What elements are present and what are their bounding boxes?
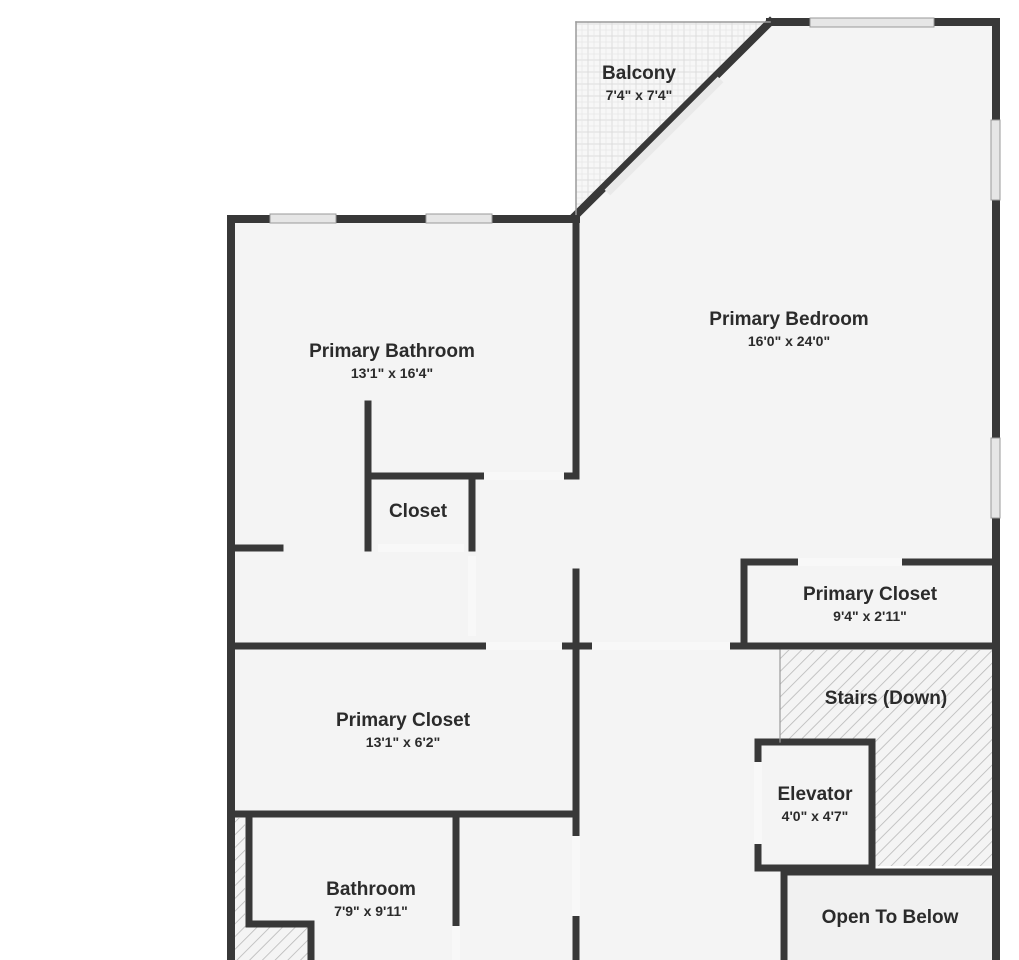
window-right-1 [990,119,1001,201]
door-hall-vertical [468,556,476,636]
window-top-1 [809,17,935,28]
door-hall-left [486,642,562,650]
bathroom-inner-left-wall [245,814,315,960]
primary-bedroom-dims: 16'0" x 24'0" [748,333,830,349]
door-bathroom [452,926,460,960]
primary-closet-right-dims: 9'4" x 2'11" [833,608,907,624]
open-to-below-walls [780,868,1000,960]
hall-floor [472,476,576,646]
openings [269,17,1001,960]
elevator-dims: 4'0" x 4'7" [782,808,849,824]
door-closet-right [798,558,902,566]
lower-hall-floor [576,646,780,960]
floors [231,22,996,960]
primary-bedroom-floor [576,22,996,646]
open-to-below-name: Open To Below [822,907,959,928]
door-closet [378,544,464,552]
primary-closet-left-dims: 13'1" x 6'2" [366,734,440,750]
balcony-door [604,76,724,196]
bathroom-name: Bathroom [326,879,416,900]
elevator-name: Elevator [778,784,854,805]
door-hall-right [592,642,730,650]
balcony-name: Balcony [602,63,676,84]
stairs-name: Stairs (Down) [825,688,947,709]
open-to-below-floor [784,872,996,960]
primary-bathroom-name: Primary Bathroom [309,341,475,362]
primary-closet-right-floor [744,562,996,646]
door-bath [484,472,564,480]
primary-closet-right-name: Primary Closet [803,584,938,605]
bathroom-dims: 7'9" x 9'11" [334,903,408,919]
primary-bathroom-dims: 13'1" x 16'4" [351,365,433,381]
diagonal-wall [570,16,776,221]
closet-name: Closet [389,501,448,522]
door-elevator [754,762,762,844]
door-hall-lower [572,836,580,916]
labels: Balcony 7'4" x 7'4" Primary Bedroom 16'0… [309,63,959,928]
elevator-floor [758,742,872,868]
window-bath-1 [269,213,337,224]
primary-closet-left-name: Primary Closet [336,710,471,731]
closet-floor [368,476,472,548]
window-right-2 [990,437,1001,519]
balcony-dims: 7'4" x 7'4" [606,87,673,103]
primary-closet-left-floor [231,646,576,814]
window-bath-2 [425,213,493,224]
primary-bedroom-name: Primary Bedroom [709,309,868,330]
shower-hatch [233,924,311,960]
